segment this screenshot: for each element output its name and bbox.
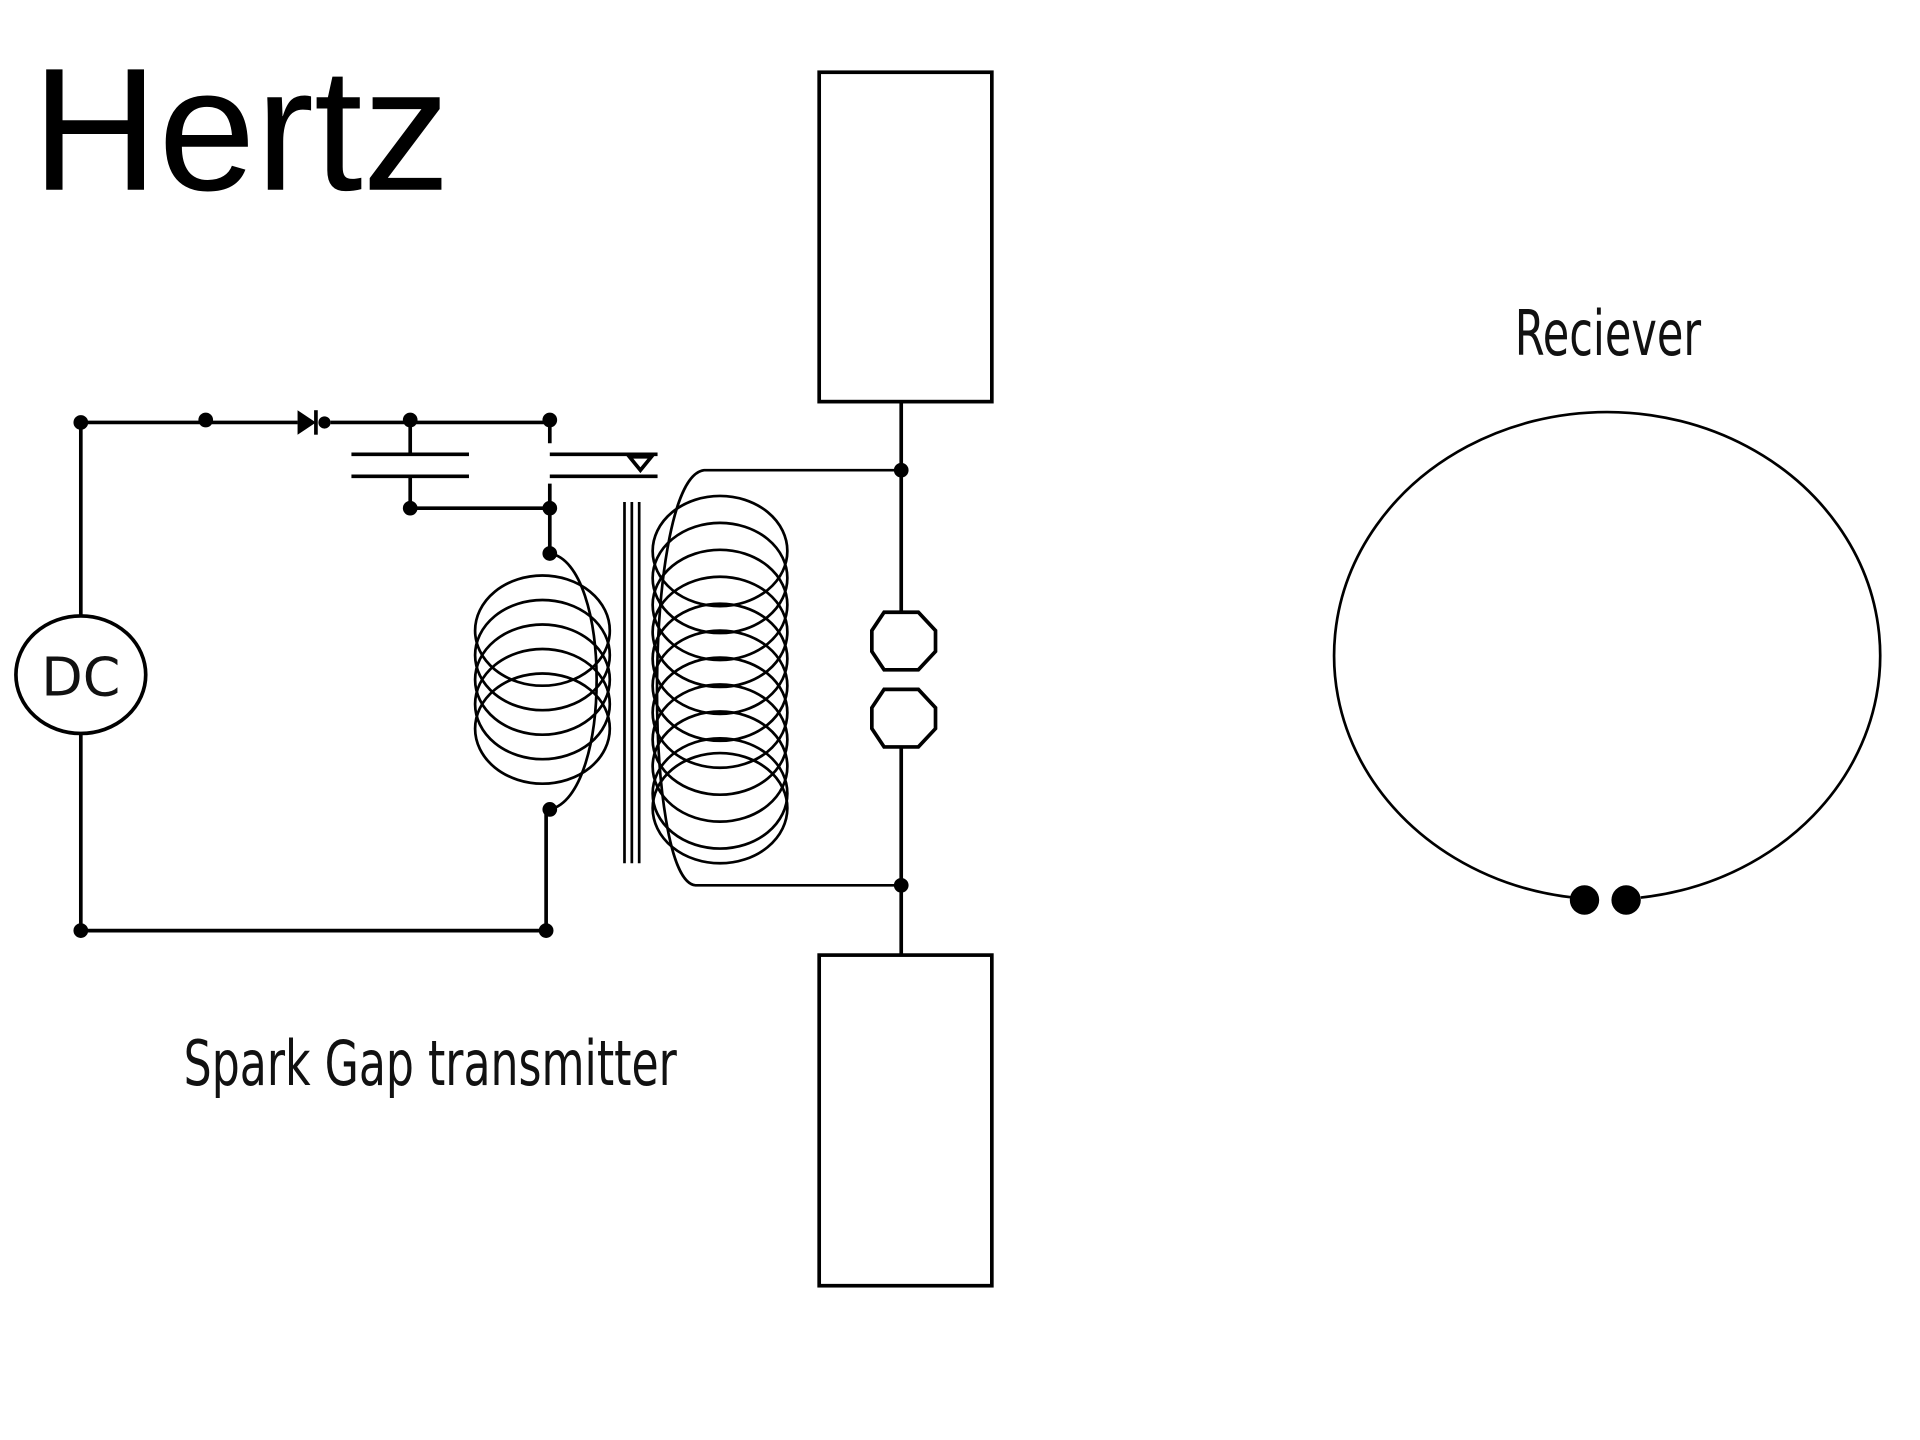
junction-dots: [73, 412, 558, 938]
receiver-label: Reciever: [1515, 297, 1701, 370]
dc-source-label: DC: [41, 646, 120, 709]
dc-source-icon: [14, 614, 148, 736]
receiver-gap-ball: [1569, 885, 1600, 915]
capacitor-icon: [351, 422, 550, 510]
transformer-core: [623, 502, 641, 864]
bottom-antenna-plate: [817, 953, 994, 1288]
primary-wire: [78, 420, 550, 933]
secondary-coil-icon: [651, 468, 902, 887]
spark-ball-bottom: [870, 687, 938, 749]
receiver-gap-ball: [1611, 885, 1641, 915]
spark-gap-transmitter: DC: [14, 70, 994, 1288]
diode-icon: [297, 410, 331, 435]
receiver-loop: [1332, 410, 1882, 899]
transmitter-label: Spark Gap transmitter: [184, 1027, 678, 1100]
spark-ball-top: [870, 610, 938, 672]
diagram-title: Hertz: [32, 32, 450, 228]
switch-arrow-icon: [625, 454, 656, 474]
primary-coil-icon: [473, 552, 612, 811]
switch-icon: [547, 422, 658, 554]
top-antenna-plate: [817, 70, 994, 404]
receiver: Reciever: [1332, 297, 1882, 915]
